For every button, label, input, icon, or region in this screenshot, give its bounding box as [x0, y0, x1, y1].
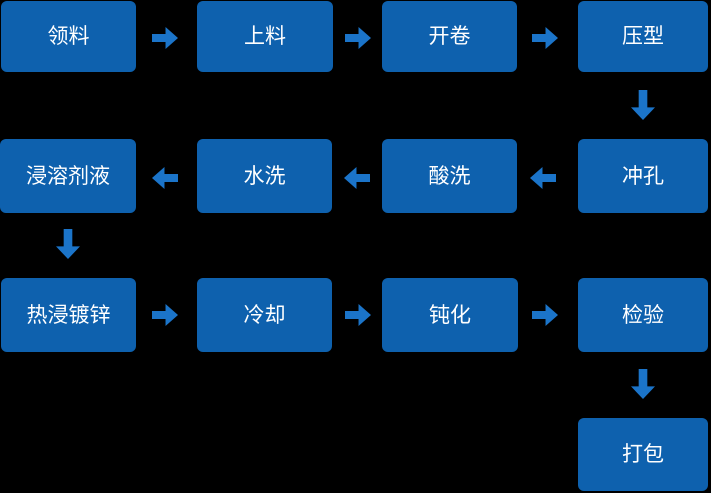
- step-label: 冷却: [243, 303, 286, 327]
- step-label: 浸溶剂液: [26, 164, 110, 188]
- arrow-right-icon: [532, 27, 558, 49]
- flow-step-water-rinse: 水洗: [197, 139, 332, 213]
- step-label: 上料: [244, 25, 286, 48]
- flow-step-punching: 冲孔: [578, 139, 708, 213]
- step-label: 打包: [622, 443, 664, 466]
- flow-step-inspection: 检验: [578, 278, 708, 352]
- arrow-right-icon: [345, 304, 371, 326]
- step-label: 钝化: [429, 303, 471, 327]
- arrow-left-icon: [152, 167, 178, 189]
- flow-step-pressing: 压型: [578, 1, 708, 72]
- arrow-left-icon: [530, 167, 556, 189]
- arrow-down-icon: [56, 229, 80, 259]
- step-label: 冲孔: [622, 164, 664, 188]
- flow-step-pickling: 酸洗: [382, 139, 517, 213]
- step-label: 检验: [622, 303, 664, 327]
- step-label: 开卷: [428, 25, 471, 48]
- step-label: 热浸镀锌: [26, 303, 111, 327]
- step-label: 压型: [622, 25, 664, 48]
- flow-step-flux-dipping: 浸溶剂液: [0, 139, 136, 213]
- flow-step-hot-dip-galvanizing: 热浸镀锌: [1, 278, 136, 352]
- arrow-down-icon: [631, 369, 655, 399]
- arrow-down-icon: [631, 90, 655, 120]
- arrow-right-icon: [345, 27, 371, 49]
- arrow-left-icon: [344, 167, 370, 189]
- arrow-right-icon: [532, 304, 558, 326]
- arrow-right-icon: [152, 27, 178, 49]
- step-label: 水洗: [243, 164, 286, 188]
- step-label: 酸洗: [428, 164, 471, 188]
- flow-step-loading: 上料: [197, 1, 333, 72]
- flow-step-receive-material: 领料: [1, 1, 136, 72]
- flow-step-packing: 打包: [578, 418, 708, 491]
- flow-step-uncoiling: 开卷: [382, 1, 517, 72]
- step-label: 领料: [47, 25, 90, 48]
- flow-step-cooling: 冷却: [197, 278, 332, 352]
- arrow-right-icon: [152, 304, 178, 326]
- flow-step-passivation: 钝化: [382, 278, 518, 352]
